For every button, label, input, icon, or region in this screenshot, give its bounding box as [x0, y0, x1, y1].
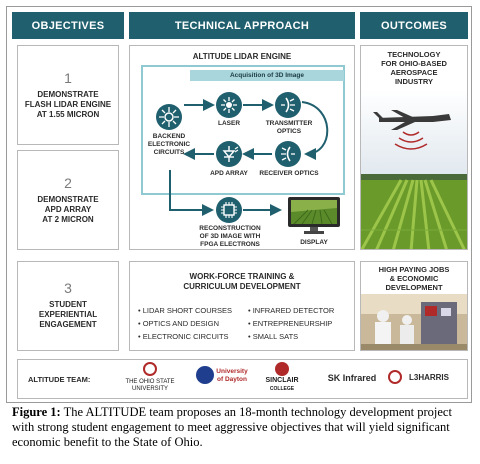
objective-3-box: 3 STUDENT EXPERIENTIAL ENGAGEMENT — [17, 261, 119, 351]
outcome-1-line1: TECHNOLOGY — [387, 50, 441, 59]
receiver-optics-icon — [275, 141, 301, 167]
workforce-title-2: CURRICULUM DEVELOPMENT — [183, 282, 301, 291]
bullet-item: • INFRARED DETECTOR — [248, 306, 335, 315]
transmitter-optics-icon — [275, 92, 301, 118]
caption-text: The ALTITUDE team proposes an 18-month t… — [12, 405, 452, 449]
objective-2-line2: APD ARRAY — [44, 205, 92, 214]
bullet-item: • OPTICS AND DESIGN — [138, 319, 219, 328]
objective-1-line2: FLASH LIDAR ENGINE — [24, 100, 112, 109]
objective-2-line1: DEMONSTRATE — [37, 195, 99, 204]
figure-frame: OBJECTIVES TECHNICAL APPROACH OUTCOMES 1… — [6, 6, 472, 403]
outcomes-header: OUTCOMES — [360, 12, 468, 39]
objective-1-line3: AT 1.55 MICRON — [36, 110, 100, 119]
backend-label-1: BACKEND — [152, 133, 186, 140]
outcome-1-line4: INDUSTRY — [394, 77, 434, 86]
figure-caption: Figure 1: The ALTITUDE team proposes an … — [12, 405, 472, 450]
objective-1-box: 1 DEMONSTRATE FLASH LIDAR ENGINE AT 1.55… — [17, 45, 119, 145]
bullet-item: • ELECTRONIC CIRCUITS — [138, 332, 229, 341]
display-label: DISPLAY — [300, 239, 328, 246]
laser-label: LASER — [217, 120, 241, 127]
outcome-2-box: HIGH PAYING JOBS & ECONOMIC DEVELOPMENT — [360, 261, 468, 351]
outcome-1-box: TECHNOLOGY FOR OHIO-BASED AEROSPACE INDU… — [360, 45, 468, 250]
objective-1-line1: DEMONSTRATE — [37, 90, 99, 99]
team-label: ALTITUDE TEAM: — [28, 375, 91, 384]
technical-approach-header: TECHNICAL APPROACH — [129, 12, 355, 39]
objectives-header: OBJECTIVES — [12, 12, 124, 39]
bullet-item: • LIDAR SHORT COURSES — [138, 306, 233, 315]
outcome-1-line3: AEROSPACE — [390, 68, 438, 77]
objective-3-line3: ENGAGEMENT — [39, 320, 97, 329]
backend-circuit-icon — [156, 104, 182, 130]
lidar-engine-box: ALTITUDE LIDAR ENGINE Ac — [129, 45, 355, 250]
osu-logo-icon — [143, 362, 157, 376]
reconstruction-label-1: RECONSTRUCTION — [199, 225, 261, 232]
outcome-2-line3: DEVELOPMENT — [385, 283, 443, 292]
objective-3-line1: STUDENT — [49, 300, 87, 309]
receiver-optics-label: RECEIVER OPTICS — [259, 170, 319, 177]
caption-label: Figure 1: — [12, 405, 61, 419]
display-monitor-image — [288, 197, 340, 234]
workforce-title-1: WORK-FORCE TRAINING & — [189, 272, 295, 281]
transmitter-label: TRANSMITTER OPTICS — [265, 120, 313, 135]
fpga-chip-icon — [216, 197, 242, 223]
workforce-box: WORK-FORCE TRAINING & CURRICULUM DEVELOP… — [129, 261, 355, 351]
reconstruction-label-2: OF 3D IMAGE WITH — [199, 233, 261, 240]
objective-2-number: 2 — [64, 175, 72, 191]
objective-2-box: 2 DEMONSTRATE APD ARRAY AT 2 MICRON — [17, 150, 119, 250]
objective-2-line3: AT 2 MICRON — [42, 215, 94, 224]
backend-label-3: CIRCUITS — [153, 149, 185, 156]
acquisition-title: Acquisition of 3D Image — [190, 70, 344, 81]
objective-1-number: 1 — [64, 70, 72, 86]
dayton-logo-icon — [196, 366, 214, 384]
bullet-item: • ENTREPRENEURSHIP — [248, 319, 333, 328]
sinclair-logo-icon — [275, 362, 289, 376]
laser-icon — [216, 92, 242, 118]
objective-3-number: 3 — [64, 280, 72, 296]
engine-flow-arrows — [141, 65, 345, 216]
l3harris-name: L3HARRIS — [408, 373, 449, 382]
lidar-engine-title: ALTITUDE LIDAR ENGINE — [192, 52, 292, 61]
l3harris-logo-icon — [388, 370, 402, 384]
bullet-item: • SMALL SATS — [248, 332, 299, 341]
reconstruction-label-3: FPGA ELECTRONS — [200, 241, 260, 248]
drone-farmland-image — [361, 90, 467, 249]
apd-array-icon — [216, 141, 242, 167]
backend-label-2: ELECTRONIC — [147, 141, 191, 148]
outcome-1-line2: FOR OHIO-BASED — [381, 59, 447, 68]
apd-array-label: APD ARRAY — [210, 170, 248, 177]
sk-infrared-logo: SK Infrared — [327, 373, 377, 383]
objective-3-line2: EXPERIENTIAL — [38, 310, 98, 319]
outcome-2-line1: HIGH PAYING JOBS — [378, 265, 450, 274]
outcome-2-line2: & ECONOMIC — [389, 274, 439, 283]
lab-workers-image — [361, 294, 467, 350]
